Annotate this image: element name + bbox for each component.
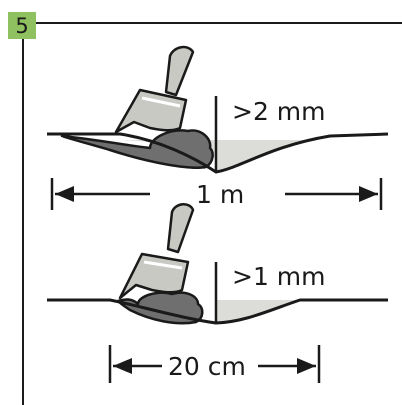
bottom-diagram: [47, 203, 388, 383]
scoop-icon: [118, 203, 195, 300]
top-width-label: 1 m: [196, 180, 245, 209]
bottom-dim-left-arrowhead: [113, 358, 132, 374]
top-dim-left-arrowhead: [55, 186, 74, 202]
top-soil-pile: [60, 129, 214, 169]
bottom-depth-label: >1 mm: [232, 262, 326, 291]
bottom-width-label: 20 cm: [168, 352, 246, 381]
top-diagram: [47, 45, 389, 210]
top-depth-label: >2 mm: [232, 97, 326, 126]
step-number-badge: 5: [8, 12, 36, 39]
top-dim-right-arrowhead: [359, 186, 378, 202]
frame-left-border: [22, 39, 24, 405]
scoop-icon: [114, 45, 195, 134]
bottom-dim-right-arrowhead: [297, 358, 316, 374]
bottom-hollow: [200, 300, 300, 323]
frame-top-border: [36, 22, 402, 24]
